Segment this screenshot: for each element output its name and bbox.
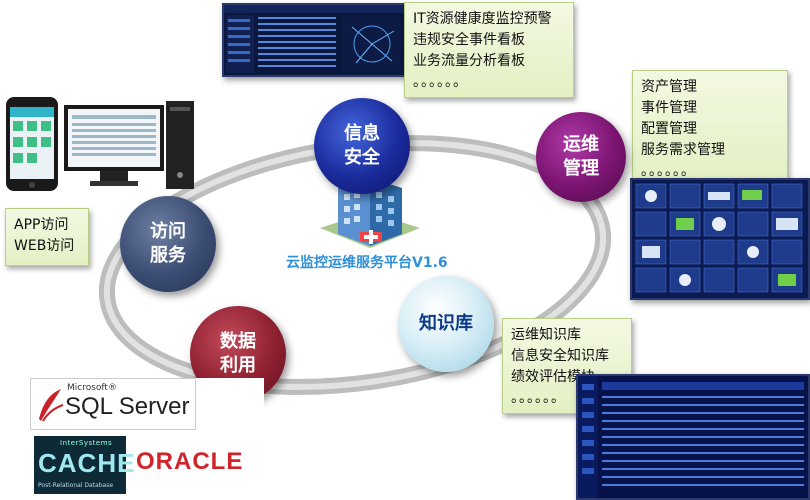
access-note: APP访问 WEB访问 (5, 208, 89, 266)
devices-illustration (4, 95, 196, 195)
node-ops-management[interactable]: 运维 管理 (536, 112, 626, 202)
knowledge-screenshot (576, 374, 810, 500)
monitor-note: IT资源健康度监控预警 违规安全事件看板 业务流量分析看板 。。。。。。 (404, 2, 574, 98)
center-title: 云监控运维服务平台V1.6 (286, 255, 448, 271)
note-line: 资产管理 (641, 79, 697, 95)
note-ellipsis: 。。。。。。 (511, 390, 566, 406)
ops-note: 资产管理 事件管理 配置管理 服务需求管理 。。。。。。 (632, 70, 788, 180)
node-label: 访问 服务 (150, 221, 186, 266)
sql-server-name: SQL Server (65, 393, 190, 420)
building-icon (320, 178, 420, 248)
cache-vendor: InterSystems (60, 439, 113, 447)
node-knowledge-base[interactable]: 知识库 (398, 276, 494, 372)
database-logos: Microsoft® SQL Server InterSystems CACHE… (30, 378, 264, 498)
node-info-security[interactable]: 信息 安全 (314, 98, 410, 194)
node-label: 信息 安全 (344, 123, 380, 168)
note-line: 信息安全知识库 (511, 348, 609, 364)
note-line: 配置管理 (641, 121, 697, 137)
sql-server-small: Microsoft® (67, 383, 117, 393)
ops-screenshot (630, 178, 810, 300)
note-line: 绩效评估模块 (511, 369, 595, 385)
note-ellipsis: 。。。。。。 (641, 163, 696, 179)
sql-server-swoosh-icon (39, 389, 64, 422)
oracle-logo: ORACLE (136, 448, 244, 475)
node-access-service[interactable]: 访问 服务 (120, 196, 216, 292)
cache-name: CACHE (38, 448, 136, 478)
note-line: 事件管理 (641, 100, 697, 116)
note-ellipsis: 。。。。。。 (413, 74, 468, 90)
node-label: 知识库 (419, 313, 473, 334)
note-line: IT资源健康度监控预警 (413, 11, 552, 27)
node-label: 运维 管理 (563, 134, 599, 179)
node-label: 数据 利用 (220, 331, 256, 376)
cache-logo: InterSystems CACHE Post-Relational Datab… (34, 436, 134, 494)
note-line: 服务需求管理 (641, 142, 725, 158)
sql-server-logo: Microsoft® SQL Server (30, 378, 196, 430)
note-line: WEB访问 (14, 238, 75, 254)
cache-subtitle: Post-Relational Database (38, 482, 114, 489)
note-line: APP访问 (14, 217, 69, 233)
note-line: 业务流量分析看板 (413, 53, 525, 69)
note-line: 运维知识库 (511, 327, 581, 343)
dashboard-screenshot (222, 3, 408, 77)
note-line: 违规安全事件看板 (413, 32, 525, 48)
